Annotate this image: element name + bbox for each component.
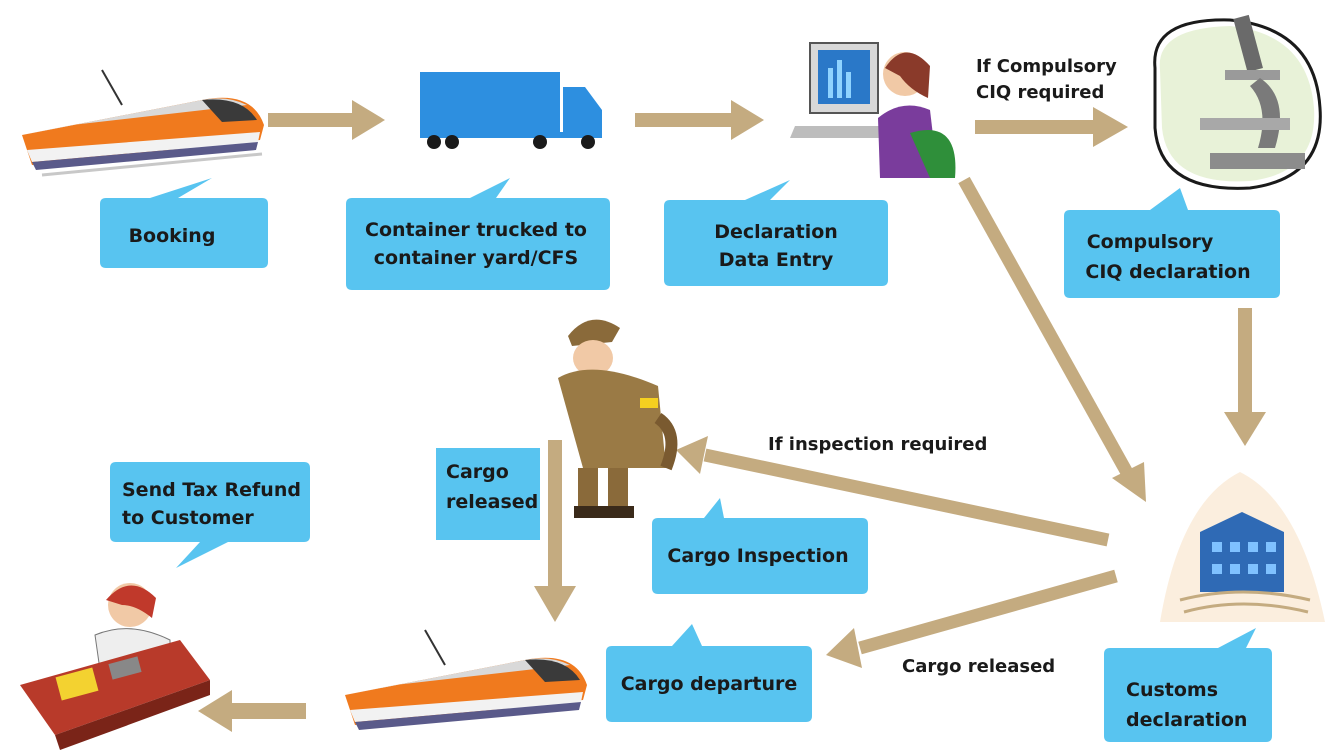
computer-operator-icon (790, 42, 956, 178)
label-cargo-inspection: Cargo Inspection (667, 545, 848, 567)
arrow-declaration-to-ciq (975, 107, 1128, 147)
microscope-icon (1153, 14, 1322, 190)
edge-label-if-compulsory-1: If Compulsory (976, 56, 1117, 77)
edge-label-if-inspection: If inspection required (768, 434, 987, 455)
label-booking: Booking (129, 225, 216, 247)
bubble-cargo-inspection: Cargo Inspection (652, 498, 868, 594)
inspector-icon (558, 319, 678, 518)
label-cargo-released-1: Cargo (446, 461, 509, 483)
telephone-clerk-icon (20, 583, 210, 750)
box-cargo-released: Cargo released (436, 448, 540, 540)
label-customs-1: Customs (1126, 679, 1218, 701)
arrow-declaration-to-customs (958, 176, 1146, 502)
label-declaration-2: Data Entry (719, 249, 834, 271)
bubble-send-tax-refund: Send Tax Refund to Customer (110, 462, 310, 568)
label-container-trucked-1: Container trucked to (365, 219, 587, 241)
truck-icon (420, 72, 602, 149)
customs-building-icon (1160, 472, 1325, 622)
bubble-cargo-departure: Cargo departure (606, 624, 812, 722)
edge-label-if-compulsory-2: CIQ required (976, 82, 1104, 103)
train-icon (22, 69, 264, 177)
label-ciq-1: Compulsory (1087, 231, 1214, 253)
train-icon (345, 629, 587, 730)
label-cargo-departure: Cargo departure (621, 673, 798, 695)
label-tax-refund-2: to Customer (122, 507, 254, 529)
edge-label-cargo-released: Cargo released (902, 656, 1055, 677)
bubble-container-trucked: Container trucked to container yard/CFS (346, 178, 610, 290)
bubble-booking: Booking (100, 178, 268, 268)
arrow-booking-to-truck (268, 100, 385, 140)
label-customs-2: declaration (1126, 709, 1247, 731)
bubble-declaration-entry: Declaration Data Entry (664, 180, 888, 286)
bubble-customs-declaration: Customs declaration (1104, 628, 1272, 742)
arrow-inspection-to-departure (534, 440, 576, 622)
label-ciq-2: CIQ declaration (1085, 261, 1250, 283)
arrow-ciq-to-customs (1224, 308, 1266, 446)
arrow-customs-to-departure (826, 569, 1118, 668)
label-tax-refund-1: Send Tax Refund (122, 479, 301, 501)
arrow-departure-to-refund (198, 690, 306, 732)
label-container-trucked-2: container yard/CFS (374, 247, 578, 269)
arrow-truck-to-declaration (635, 100, 764, 140)
arrows (198, 100, 1266, 732)
label-declaration-1: Declaration (714, 221, 838, 243)
bubble-ciq-declaration: Compulsory CIQ declaration (1064, 188, 1280, 298)
label-cargo-released-2: released (446, 491, 538, 513)
arrow-customs-to-inspection (676, 436, 1110, 547)
